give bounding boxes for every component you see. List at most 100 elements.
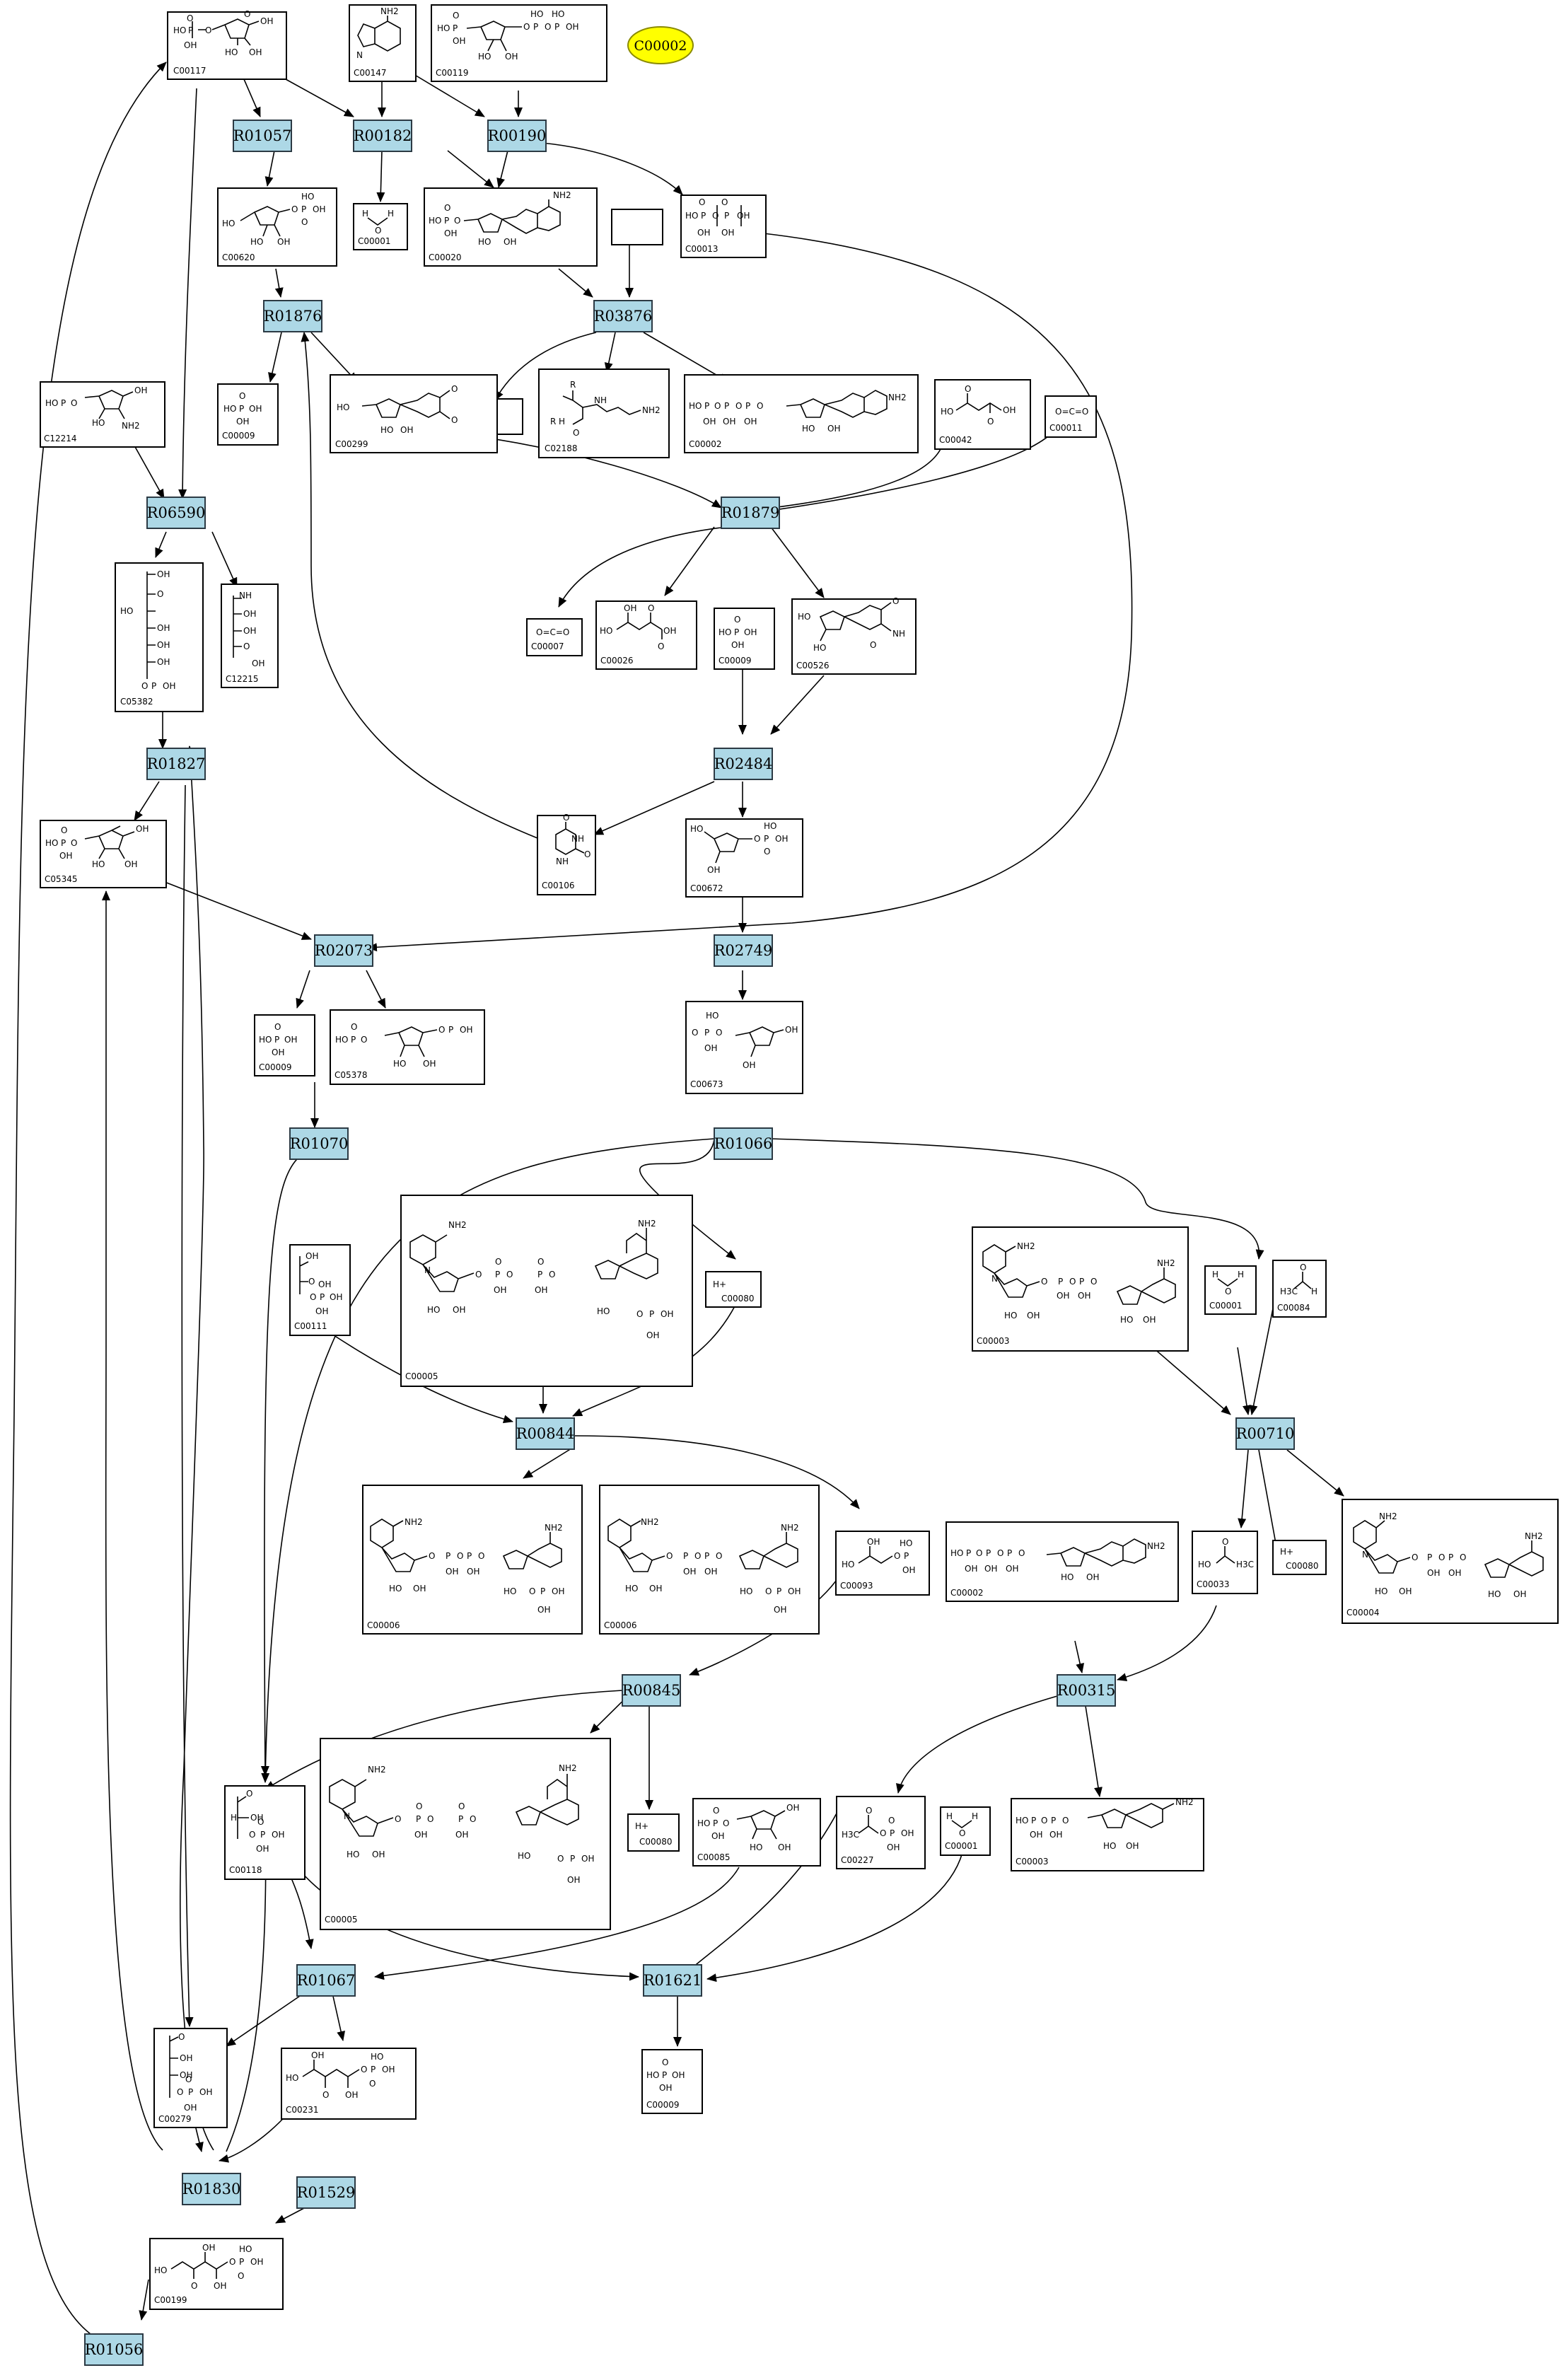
reaction-node-r00844[interactable]: R00844	[516, 1417, 575, 1450]
svg-text:O: O	[721, 197, 728, 207]
reaction-node-r01830[interactable]: R01830	[182, 2173, 241, 2205]
compound-node-c00080[interactable]: H+ C00080	[705, 1271, 762, 1308]
svg-text:OH: OH	[566, 22, 578, 32]
svg-text:H: H	[946, 1811, 953, 1821]
compound-node-c00042[interactable]: HOO OHO C00042	[934, 379, 1031, 450]
edge	[409, 71, 485, 117]
compound-node-c00080[interactable]: H+ C00080	[627, 1813, 680, 1852]
reaction-node-r02073[interactable]: R02073	[314, 934, 373, 967]
svg-text:O: O	[880, 1828, 886, 1838]
reaction-node-r01057[interactable]: R01057	[233, 120, 292, 152]
svg-text:O: O	[573, 428, 579, 438]
svg-text:NH2: NH2	[1175, 1797, 1194, 1807]
edge	[685, 1796, 846, 1974]
svg-text:O: O	[892, 596, 899, 606]
reaction-node-r01876[interactable]: R01876	[263, 300, 322, 332]
edge	[494, 332, 597, 401]
reaction-node-r00182[interactable]: R00182	[353, 120, 412, 152]
reaction-node-r00710[interactable]: R00710	[1235, 1417, 1295, 1450]
svg-text:O: O	[735, 401, 742, 411]
svg-text:OH: OH	[315, 1306, 328, 1316]
reaction-node-r02749[interactable]: R02749	[714, 934, 773, 967]
reaction-node-r01621[interactable]: R01621	[643, 1964, 702, 1997]
svg-text:OH: OH	[661, 1309, 673, 1319]
reaction-node-r02484[interactable]: R02484	[714, 748, 773, 780]
reaction-node-r01827[interactable]: R01827	[146, 748, 206, 780]
reaction-node-r01066[interactable]: R01066	[714, 1127, 773, 1160]
svg-text:NH2: NH2	[559, 1763, 577, 1773]
empty-compound-node[interactable]	[611, 209, 663, 245]
compound-node-c00001[interactable]: HOH C00001	[353, 203, 408, 250]
svg-text:P: P	[239, 404, 244, 414]
compound-node-c00001[interactable]: HOH C00001	[1204, 1265, 1257, 1315]
reaction-node-r00190[interactable]: R00190	[487, 120, 547, 152]
svg-text:P: P	[61, 838, 66, 848]
reaction-node-r01529[interactable]: R01529	[296, 2176, 356, 2209]
reaction-node-r01067[interactable]: R01067	[296, 1964, 356, 1997]
compound-node-c00011[interactable]: O=C=O C00011	[1045, 395, 1097, 438]
compound-node-c00007[interactable]: O=C=O C00007	[526, 618, 583, 656]
compound-id: C05345	[45, 874, 78, 884]
reaction-node-r00845[interactable]: R00845	[622, 1674, 681, 1707]
reaction-label: R01621	[644, 1972, 702, 1989]
svg-text:HO: HO	[222, 219, 235, 228]
edge	[9, 62, 167, 2335]
reaction-node-r03876[interactable]: R03876	[593, 300, 653, 332]
edge	[593, 781, 715, 835]
compound-node-c00106[interactable]: ONH NHO C00106	[537, 813, 596, 895]
svg-text:NH2: NH2	[638, 1219, 656, 1229]
reaction-node-r00315[interactable]: R00315	[1057, 1674, 1116, 1707]
reaction-node-r01056[interactable]: R01056	[84, 2333, 144, 2366]
svg-text:O: O	[506, 1270, 513, 1279]
reaction-node-r01879[interactable]: R01879	[721, 497, 780, 529]
highlighted-compound[interactable]: C00002	[627, 26, 694, 64]
reaction-node-r01070[interactable]: R01070	[289, 1127, 349, 1160]
reaction-node-r06590[interactable]: R06590	[146, 497, 206, 529]
compound-node-c00001[interactable]: HOH C00001	[940, 1806, 991, 1856]
compound-node-c00080[interactable]: H+ C00080	[1272, 1540, 1327, 1575]
svg-text:OH: OH	[683, 1567, 696, 1577]
